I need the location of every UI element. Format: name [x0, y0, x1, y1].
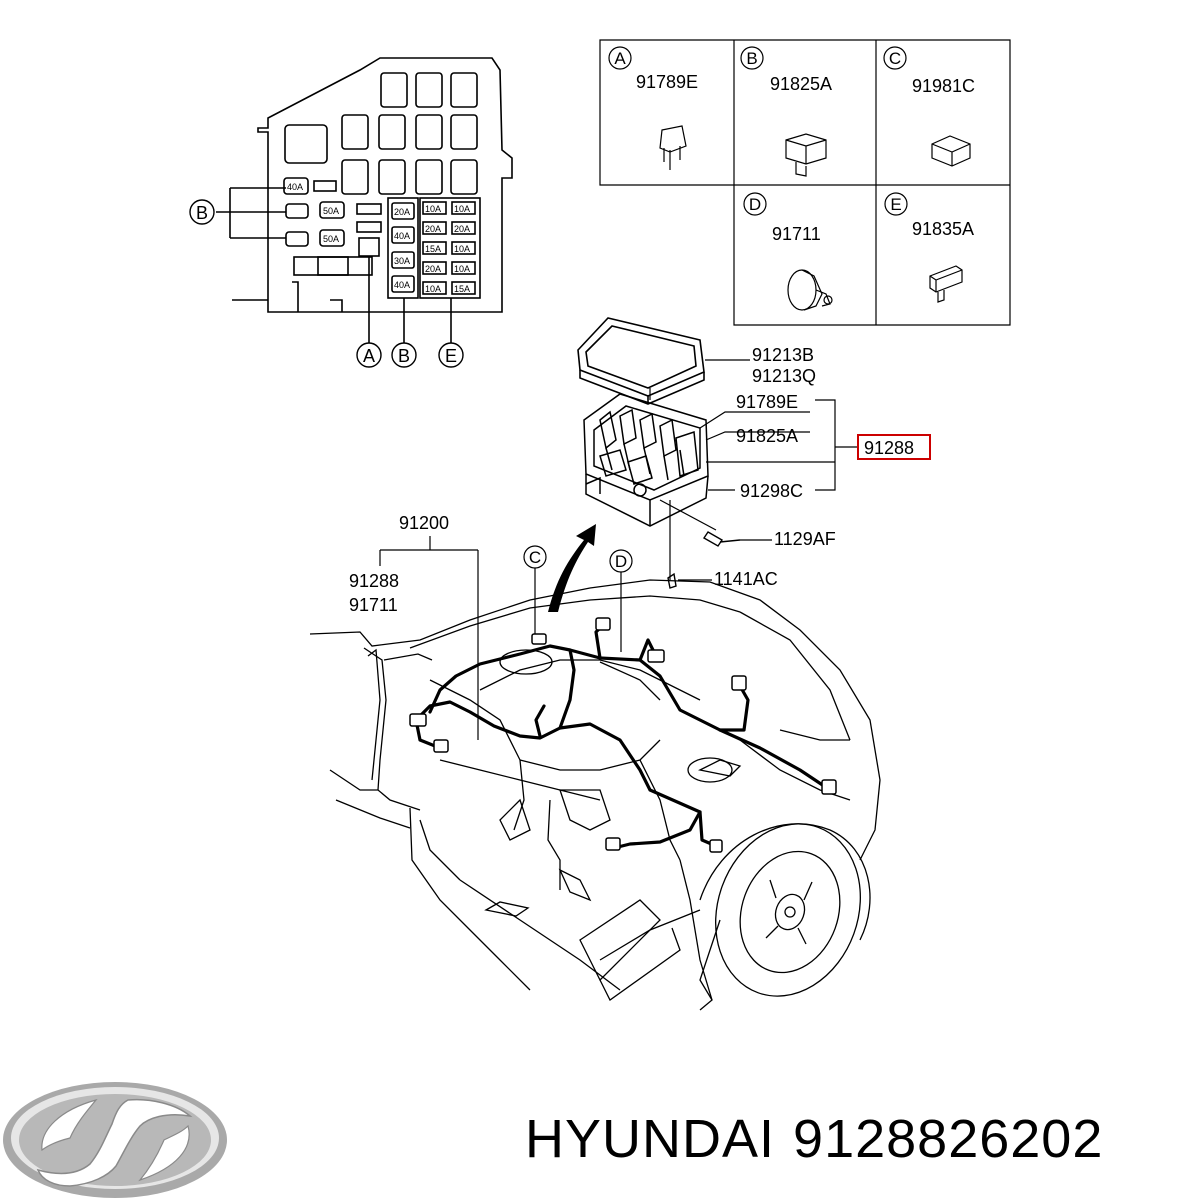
svg-text:20A: 20A	[454, 224, 470, 234]
label-harness-sub-2: 91711	[349, 595, 398, 615]
callout-e-bottom: E	[445, 346, 457, 366]
bolt-1129af-icon	[703, 531, 741, 547]
svg-text:50A: 50A	[323, 206, 339, 216]
label-box-1: 91789E	[736, 392, 798, 412]
callout-c: C	[529, 548, 541, 567]
part-letter-b: B	[746, 49, 757, 68]
callout-b-left: B	[196, 203, 208, 223]
mini-fuse-icon	[659, 125, 687, 170]
label-cover-1: 91213B	[752, 345, 814, 365]
part-cell-a: A 91789E	[608, 46, 698, 170]
part-letter-d: D	[749, 195, 761, 214]
fusebox-cover	[577, 317, 705, 405]
label-bolt-1: 1129AF	[774, 529, 836, 549]
blade-fuse-icon	[929, 265, 963, 303]
part-letter-a: A	[614, 49, 626, 68]
harness-connectors	[409, 617, 837, 853]
svg-text:10A: 10A	[454, 244, 470, 254]
fuse-ratings: 40A 50A 50A 20A 40A 30A 40A 10A 10A 20A …	[287, 182, 470, 294]
label-harness-main: 91200	[399, 513, 449, 533]
fusebox-leaders	[649, 388, 858, 580]
svg-text:40A: 40A	[394, 280, 410, 290]
svg-text:30A: 30A	[394, 256, 410, 266]
part-number: 9128826202	[793, 1109, 1104, 1169]
arrow-up-icon	[548, 524, 596, 612]
svg-text:15A: 15A	[425, 244, 441, 254]
part-cell-d: D 91711	[743, 192, 833, 311]
svg-text:15A: 15A	[454, 284, 470, 294]
wheel	[699, 823, 871, 1011]
label-box-2: 91825A	[736, 426, 798, 446]
callout-a-bottom: A	[363, 346, 375, 366]
svg-text:20A: 20A	[394, 207, 410, 217]
callout-d: D	[615, 552, 627, 571]
fusebox-top-view	[216, 57, 513, 343]
svg-text:40A: 40A	[394, 231, 410, 241]
brand-name: HYUNDAI	[525, 1109, 776, 1169]
svg-text:10A: 10A	[425, 284, 441, 294]
hyundai-logo	[3, 1082, 227, 1198]
fusebox-callouts: B A B E	[189, 199, 464, 368]
relay-icon	[785, 133, 827, 177]
svg-text:10A: 10A	[454, 204, 470, 214]
part-cell-b: B 91825A	[740, 46, 832, 177]
svg-text:50A: 50A	[323, 234, 339, 244]
part-number-b: 91825A	[770, 74, 832, 94]
part-letter-c: C	[889, 49, 901, 68]
callout-b-bottom: B	[398, 346, 410, 366]
svg-text:40A: 40A	[287, 182, 303, 192]
part-number-d: 91711	[772, 224, 821, 244]
part-number-c: 91981C	[912, 76, 975, 96]
part-letter-e: E	[890, 195, 901, 214]
highlight-box	[857, 434, 931, 460]
label-harness-sub-1: 91288	[349, 571, 399, 591]
box-relay-icon	[931, 135, 971, 167]
parts-grid	[599, 39, 1011, 326]
label-box-3: 91298C	[740, 481, 803, 501]
car-rear-body	[309, 579, 881, 1001]
brand-part-number: HYUNDAI 9128826202	[525, 1112, 1103, 1166]
label-highlighted-part: 91288	[864, 438, 914, 458]
svg-text:20A: 20A	[425, 264, 441, 274]
part-number-e: 91835A	[912, 219, 974, 239]
label-bolt-2: 1141AC	[714, 569, 778, 589]
part-cell-c: C 91981C	[883, 46, 975, 167]
svg-text:20A: 20A	[425, 224, 441, 234]
grommet-icon	[787, 269, 833, 311]
part-number-a: 91789E	[636, 72, 698, 92]
label-cover-2: 91213Q	[752, 366, 816, 386]
svg-text:10A: 10A	[454, 264, 470, 274]
svg-text:10A: 10A	[425, 204, 441, 214]
fusebox-body	[583, 393, 709, 527]
part-cell-e: E 91835A	[884, 192, 974, 303]
bolt-1141ac-icon	[667, 572, 677, 589]
